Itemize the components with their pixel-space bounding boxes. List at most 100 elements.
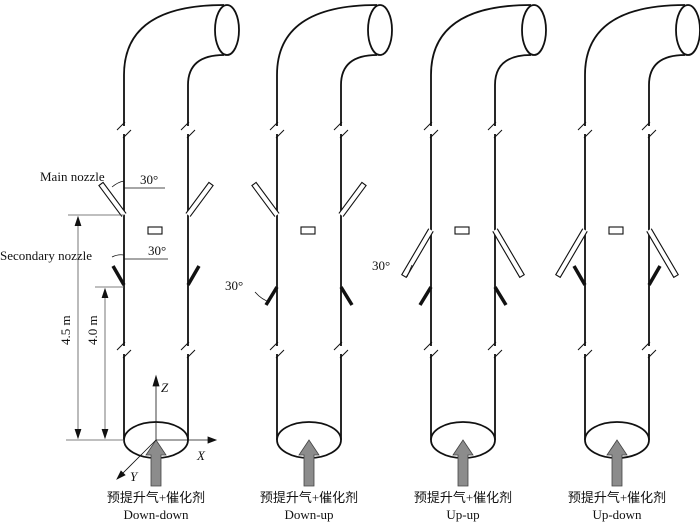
measurement-port bbox=[300, 226, 316, 235]
measurement-port bbox=[454, 226, 470, 235]
upup-angle-arc bbox=[406, 264, 413, 278]
dimension-arrowheads bbox=[74, 215, 109, 440]
feed-arrow-icon bbox=[452, 439, 474, 487]
configuration-label: Up-up bbox=[446, 507, 479, 522]
main-nozzle-left bbox=[555, 228, 588, 279]
break-mark bbox=[641, 121, 657, 139]
feed-label: 预提升气+催化剂 bbox=[568, 490, 666, 505]
secondary-nozzle-right bbox=[339, 286, 354, 306]
break-gap bbox=[579, 346, 591, 354]
break-gap bbox=[425, 126, 437, 134]
riser-up-up bbox=[401, 4, 547, 487]
break-gap bbox=[182, 126, 194, 134]
secondary-nozzle-left bbox=[264, 286, 279, 306]
riser-outlet bbox=[214, 4, 240, 56]
riser-up-down bbox=[555, 4, 700, 487]
feed-arrow-icon bbox=[298, 439, 320, 487]
z-axis-arrow bbox=[152, 374, 160, 387]
break-gap bbox=[182, 346, 194, 354]
feed-arrow-icon bbox=[606, 439, 628, 487]
break-mark bbox=[116, 121, 132, 139]
break-mark bbox=[423, 121, 439, 139]
main-nozzle-right bbox=[185, 181, 214, 217]
feed-arrow-icon bbox=[145, 439, 167, 487]
secondary-nozzle-right bbox=[493, 286, 508, 306]
secondary-nozzle-label: Secondary nozzle bbox=[0, 248, 92, 263]
annotation-text: Main nozzle Secondary nozzle 30° 30° 30°… bbox=[0, 169, 390, 484]
break-mark bbox=[577, 121, 593, 139]
riser-right-wall bbox=[494, 54, 532, 440]
feed-label: 预提升气+催化剂 bbox=[107, 490, 205, 505]
secondary-nozzle-left bbox=[418, 286, 433, 306]
break-mark bbox=[180, 121, 196, 139]
secondary-angle-label: 30° bbox=[148, 243, 166, 258]
configuration-label: Up-down bbox=[592, 507, 642, 522]
riser-left-wall bbox=[123, 4, 225, 440]
configuration-label: Down-up bbox=[284, 507, 333, 522]
break-mark bbox=[180, 341, 196, 359]
break-mark bbox=[487, 121, 503, 139]
axis-x-label: X bbox=[196, 448, 206, 463]
upup-angle-label: 30° bbox=[372, 258, 390, 273]
secondary-nozzle-right bbox=[647, 265, 662, 286]
break-gap bbox=[489, 346, 501, 354]
y-axis-arrow bbox=[116, 470, 126, 480]
height-4-5m-label: 4.5 m bbox=[58, 315, 73, 345]
axis-z-label: Z bbox=[161, 380, 169, 395]
break-mark bbox=[333, 121, 349, 139]
secondary-angle-arc bbox=[111, 254, 125, 258]
secondary-nozzle-left bbox=[572, 265, 587, 286]
downup-angle-label: 30° bbox=[225, 278, 243, 293]
break-mark bbox=[487, 341, 503, 359]
downup-angle-arc bbox=[254, 291, 271, 303]
riser-left-wall bbox=[430, 4, 532, 440]
main-nozzle-left bbox=[251, 181, 280, 217]
x-axis-arrow bbox=[207, 436, 218, 444]
break-gap bbox=[271, 126, 283, 134]
main-nozzle-right bbox=[338, 181, 367, 217]
riser-right-wall bbox=[187, 54, 225, 440]
main-nozzle-right bbox=[492, 228, 525, 279]
break-gap bbox=[335, 126, 347, 134]
riser-left-wall bbox=[276, 4, 378, 440]
riser-down-up bbox=[251, 4, 393, 487]
secondary-nozzle-right bbox=[186, 265, 201, 286]
break-gap bbox=[489, 126, 501, 134]
riser-outlet bbox=[367, 4, 393, 56]
break-mark bbox=[269, 121, 285, 139]
measurement-port bbox=[608, 226, 624, 235]
main-angle-arc bbox=[111, 180, 125, 188]
main-nozzle-right bbox=[646, 228, 679, 279]
break-gap bbox=[118, 126, 130, 134]
break-mark bbox=[333, 341, 349, 359]
riser-left-wall bbox=[584, 4, 686, 440]
measurement-port bbox=[147, 226, 163, 235]
break-mark bbox=[577, 341, 593, 359]
riser-outlet bbox=[521, 4, 547, 56]
y-axis bbox=[117, 439, 157, 479]
main-nozzle-left bbox=[98, 181, 127, 217]
break-gap bbox=[118, 346, 130, 354]
riser-outlet bbox=[675, 4, 700, 56]
break-mark bbox=[641, 341, 657, 359]
annotations bbox=[66, 180, 413, 480]
axis-y-label: Y bbox=[130, 469, 139, 484]
break-gap bbox=[579, 126, 591, 134]
break-gap bbox=[643, 346, 655, 354]
break-gap bbox=[643, 126, 655, 134]
secondary-nozzle-left bbox=[111, 265, 126, 286]
main-nozzle-left bbox=[401, 228, 434, 279]
riser-right-wall bbox=[648, 54, 686, 440]
break-mark bbox=[423, 341, 439, 359]
break-mark bbox=[116, 341, 132, 359]
break-gap bbox=[425, 346, 437, 354]
break-mark bbox=[269, 341, 285, 359]
break-gap bbox=[271, 346, 283, 354]
main-angle-label: 30° bbox=[140, 172, 158, 187]
feed-label: 预提升气+催化剂 bbox=[260, 490, 358, 505]
riser-right-wall bbox=[340, 54, 378, 440]
break-gap bbox=[335, 346, 347, 354]
feed-label: 预提升气+催化剂 bbox=[414, 490, 512, 505]
height-4-0m-label: 4.0 m bbox=[85, 315, 100, 345]
